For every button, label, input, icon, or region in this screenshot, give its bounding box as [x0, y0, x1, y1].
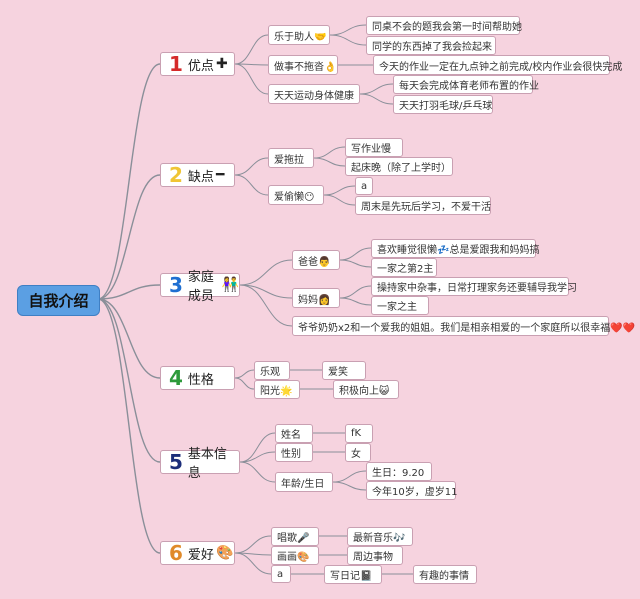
node-mom[interactable]: 妈妈👩: [292, 288, 340, 308]
node-pe-homework[interactable]: 每天会完成体育老师布置的作业: [393, 75, 539, 94]
connector-line: [234, 34, 269, 65]
node-optimistic[interactable]: 乐观: [254, 361, 290, 380]
branch-6-hobbies[interactable]: 6 爱好 🎨: [160, 541, 235, 565]
node-positive[interactable]: 积极向上😺: [333, 380, 399, 399]
connector-line: [329, 24, 367, 36]
connector-line: [234, 535, 272, 554]
branch-4-label: 性格: [187, 372, 214, 388]
connector-line: [323, 185, 356, 196]
connector-line: [332, 481, 367, 491]
connector-line: [239, 461, 276, 483]
branch-4-personality[interactable]: 4 性格: [160, 366, 235, 390]
connector-line: [234, 63, 269, 66]
node-procrastinate[interactable]: 爱拖拉: [268, 148, 314, 168]
connector-line: [239, 259, 293, 286]
node-helpful[interactable]: 乐于助人🤝: [268, 25, 330, 45]
branch-5-number: 5: [169, 450, 183, 474]
branch-1-label: 优点: [187, 58, 214, 74]
node-love-smile[interactable]: 爱笑: [322, 361, 366, 380]
root-node[interactable]: 自我介绍: [17, 285, 100, 316]
branch-2-weaknesses[interactable]: 2 缺点 ━: [160, 163, 235, 187]
connector-line: [359, 93, 394, 105]
node-age-label[interactable]: 年龄/生日: [275, 472, 333, 492]
connector-line: [359, 83, 394, 95]
node-dad[interactable]: 爸爸👨: [292, 250, 340, 270]
node-drawing[interactable]: 画画🎨: [271, 546, 319, 565]
connector-line: [97, 298, 161, 554]
connector-line: [234, 174, 269, 196]
node-diary[interactable]: 写日记📓: [324, 565, 382, 584]
branch-5-basic-info[interactable]: 5 基本信息: [160, 447, 240, 481]
node-exercise[interactable]: 天天运动身体健康: [268, 84, 360, 104]
node-sunny[interactable]: 阳光🌟: [254, 380, 300, 399]
node-homework-on-time[interactable]: 今天的作业一定在九点钟之前完成/校内作业会很快完成: [373, 55, 622, 75]
connector-line: [97, 174, 161, 300]
connector-line: [339, 285, 372, 299]
node-second-head[interactable]: 一家之第2主: [371, 258, 437, 277]
node-a-2[interactable]: a: [271, 565, 291, 583]
connector-line: [234, 157, 269, 176]
connector-line: [239, 284, 293, 299]
connector-line: [239, 432, 276, 463]
connector-line: [313, 146, 346, 159]
branch-1-number: 1: [169, 52, 183, 76]
node-gender-value[interactable]: 女: [345, 443, 371, 462]
connector-line: [323, 194, 356, 206]
branch-1-strengths[interactable]: 1 优点 ✚: [160, 52, 235, 76]
connector-line: [313, 157, 346, 167]
node-a-1[interactable]: a: [355, 177, 373, 195]
connector-line: [234, 552, 272, 575]
connector-line: [339, 297, 372, 306]
node-lazy[interactable]: 爱偷懒😶: [268, 185, 324, 205]
branch-2-number: 2: [169, 163, 183, 187]
connector-line: [97, 284, 161, 300]
node-gender-label[interactable]: 性别: [275, 443, 313, 462]
node-age[interactable]: 今年10岁，虚岁11: [366, 481, 457, 500]
node-pick-up[interactable]: 同学的东西掉了我会捡起来: [366, 36, 496, 55]
node-interesting-things[interactable]: 有趣的事情: [413, 565, 477, 584]
branch-6-number: 6: [169, 541, 183, 565]
node-dad-sleepy[interactable]: 喜欢睡觉很懒💤总是爱跟我和妈妈搞: [371, 239, 539, 258]
plus-icon: ✚: [215, 56, 228, 72]
connector-line: [97, 63, 161, 300]
node-new-music[interactable]: 最新音乐🎶: [347, 527, 413, 546]
node-help-deskmate[interactable]: 同桌不会的题我会第一时间帮助她: [366, 16, 522, 35]
connector-line: [97, 298, 161, 379]
minus-icon: ━: [215, 167, 225, 183]
branch-3-label: 家庭成员: [187, 270, 214, 304]
node-surroundings[interactable]: 周边事物: [347, 546, 403, 565]
palette-icon: 🎨: [215, 545, 234, 561]
connector-line: [332, 470, 367, 483]
connector-line: [234, 377, 255, 390]
branch-5-label: 基本信息: [187, 447, 227, 481]
node-badminton[interactable]: 天天打羽毛球/乒乓球: [393, 95, 493, 114]
connector-line: [234, 63, 269, 95]
node-late-wake[interactable]: 起床晚（除了上学时）: [345, 157, 453, 176]
connector-line: [329, 34, 367, 46]
node-mom-chores[interactable]: 操持家中杂事，日常打理家务还要辅导我学习: [371, 277, 577, 296]
branch-3-number: 3: [169, 273, 183, 297]
node-no-delay[interactable]: 做事不拖沓👌: [268, 55, 338, 75]
branch-6-label: 爱好: [187, 547, 214, 563]
connector-line: [234, 369, 255, 379]
connector-line: [239, 284, 293, 327]
node-name-value[interactable]: fK: [345, 424, 373, 443]
branch-2-label: 缺点: [187, 169, 214, 185]
family-icon: 👫: [221, 277, 239, 293]
node-birthday[interactable]: 生日：9.20: [366, 462, 432, 481]
node-slow-homework[interactable]: 写作业慢: [345, 138, 403, 157]
connector-line: [339, 247, 372, 261]
connector-line: [239, 451, 276, 463]
node-weekend-play[interactable]: 周末是先玩后学习，不爱干活: [355, 196, 491, 215]
node-grandparents[interactable]: 爷爷奶奶x2和一个爱我的姐姐。我们是相亲相爱的一个家庭所以很幸福❤️❤️: [292, 316, 635, 336]
branch-4-number: 4: [169, 366, 183, 390]
node-name-label[interactable]: 姓名: [275, 424, 313, 443]
node-singing[interactable]: 唱歌🎤: [271, 527, 319, 546]
branch-3-family[interactable]: 3 家庭成员 👫: [160, 270, 240, 304]
node-head-of-family[interactable]: 一家之主: [371, 296, 429, 315]
connector-line: [339, 259, 372, 268]
connector-line: [97, 298, 161, 463]
